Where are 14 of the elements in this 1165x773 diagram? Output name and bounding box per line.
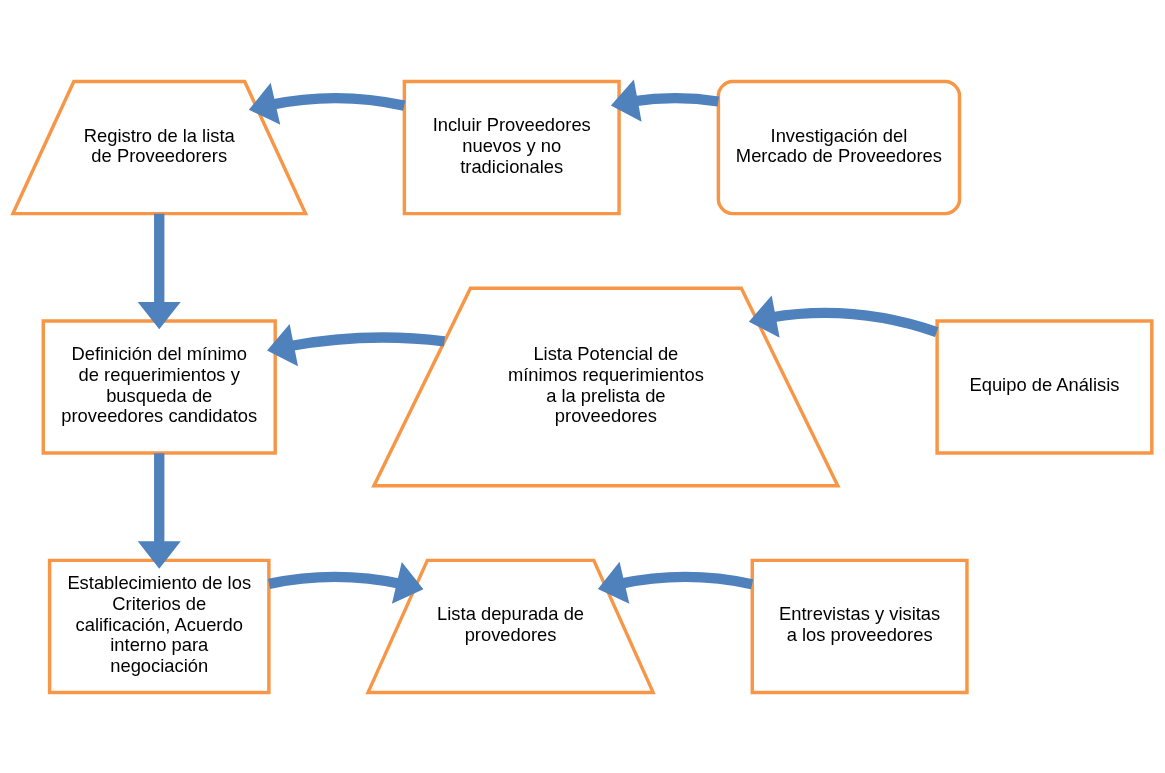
arrow [248, 82, 406, 125]
arrow [137, 452, 181, 569]
arrow [597, 561, 754, 604]
node-box: Definición del mínimo de requerimientos y busqueda de proveedores candidatos [41, 318, 277, 455]
arrow [268, 561, 424, 604]
arrow [610, 78, 719, 122]
arrow [267, 323, 445, 366]
node-box: Investigación del Mercado de Proveedores [716, 79, 962, 215]
node-box: Establecimiento de los Criterios de calificación, Acuerdo interno para negociación [47, 558, 271, 694]
arrow [137, 213, 181, 329]
arrow [748, 294, 939, 338]
node-box: Equipo de Análisis [935, 318, 1154, 455]
node-box: Entrevistas y visitas a los proveedores [750, 558, 969, 694]
node-box: Incluir Proveedores nuevos y no tradicionales [402, 79, 621, 215]
